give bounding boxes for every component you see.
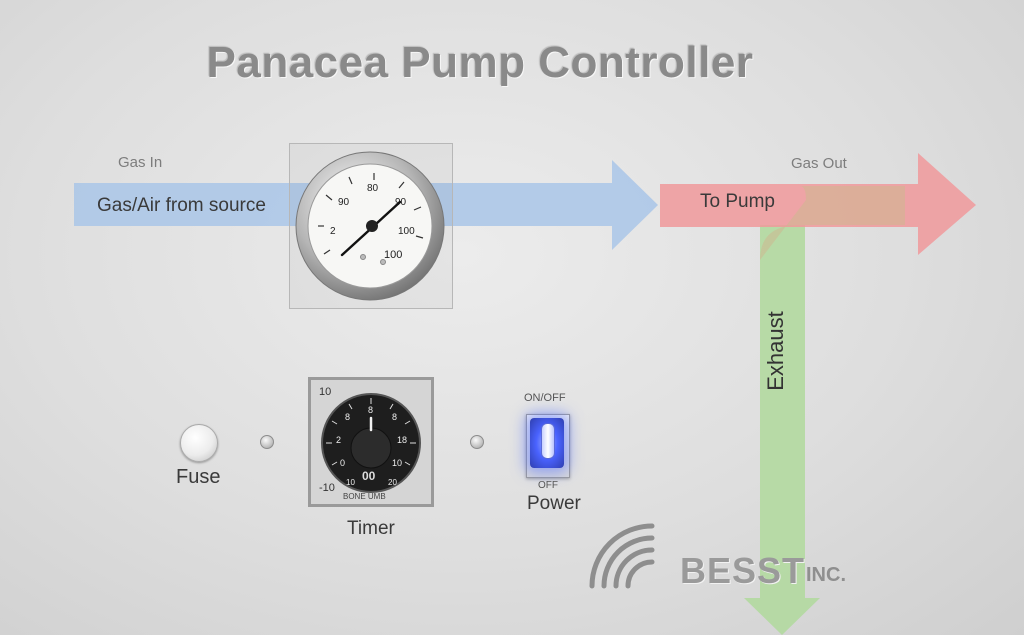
exhaust-label: Exhaust: [763, 311, 788, 391]
timer-dial[interactable]: 8 8 8 2 18 0 10 10 20 00: [318, 390, 424, 496]
timer-ticks: [326, 398, 416, 466]
brand-suffix: INC.: [806, 564, 846, 586]
gas-in-label: Gas In: [118, 154, 163, 171]
screw-right: [470, 435, 484, 449]
gauge-label-1: 80: [367, 183, 379, 194]
brand-name: BESST: [680, 550, 806, 591]
screw-left: [260, 435, 274, 449]
outlet-text: To Pump: [700, 191, 775, 212]
power-bottom-text: OFF: [538, 480, 558, 491]
timer-top-value: 10: [319, 386, 332, 398]
gauge-label-4: 2: [330, 226, 336, 237]
timer-bottom-value: -10: [319, 482, 335, 494]
timer-brand-text: BONE UMB: [343, 492, 386, 501]
exhaust-arrow: [744, 225, 820, 635]
power-top-text: ON/OFF: [524, 392, 566, 404]
fuse-holder[interactable]: [180, 424, 218, 462]
timer-center-text: 00: [362, 469, 376, 483]
power-label: Power: [527, 493, 581, 514]
besst-logo-icon: [589, 523, 655, 589]
timer-num-2: 8: [345, 412, 350, 422]
fuse-label: Fuse: [176, 466, 221, 488]
pressure-gauge-housing: [289, 143, 453, 309]
power-toggle[interactable]: [541, 423, 555, 459]
gauge-ticks: [318, 173, 424, 255]
timer-label: Timer: [347, 518, 395, 539]
panel-title: Panacea Pump Controller: [206, 38, 754, 87]
timer-num-7: 10: [392, 458, 402, 468]
gas-out-label: Gas Out: [791, 155, 847, 172]
timer-num-4: 2: [336, 435, 341, 445]
timer-num-9: 20: [388, 478, 397, 487]
timer-num-6: 0: [340, 458, 345, 468]
gauge-label-2: 90: [338, 197, 350, 208]
exhaust-elbow: [760, 186, 905, 260]
gauge-label-5: 100: [398, 226, 415, 237]
gauge-label-6: 100: [384, 249, 402, 261]
timer-num-8: 10: [346, 478, 355, 487]
timer-num-3: 8: [392, 412, 397, 422]
inlet-text: Gas/Air from source: [97, 195, 266, 216]
timer-num-1: 8: [368, 405, 373, 415]
timer-num-5: 18: [397, 435, 407, 445]
pressure-gauge: 80 90 90 2 100 100: [295, 151, 445, 301]
